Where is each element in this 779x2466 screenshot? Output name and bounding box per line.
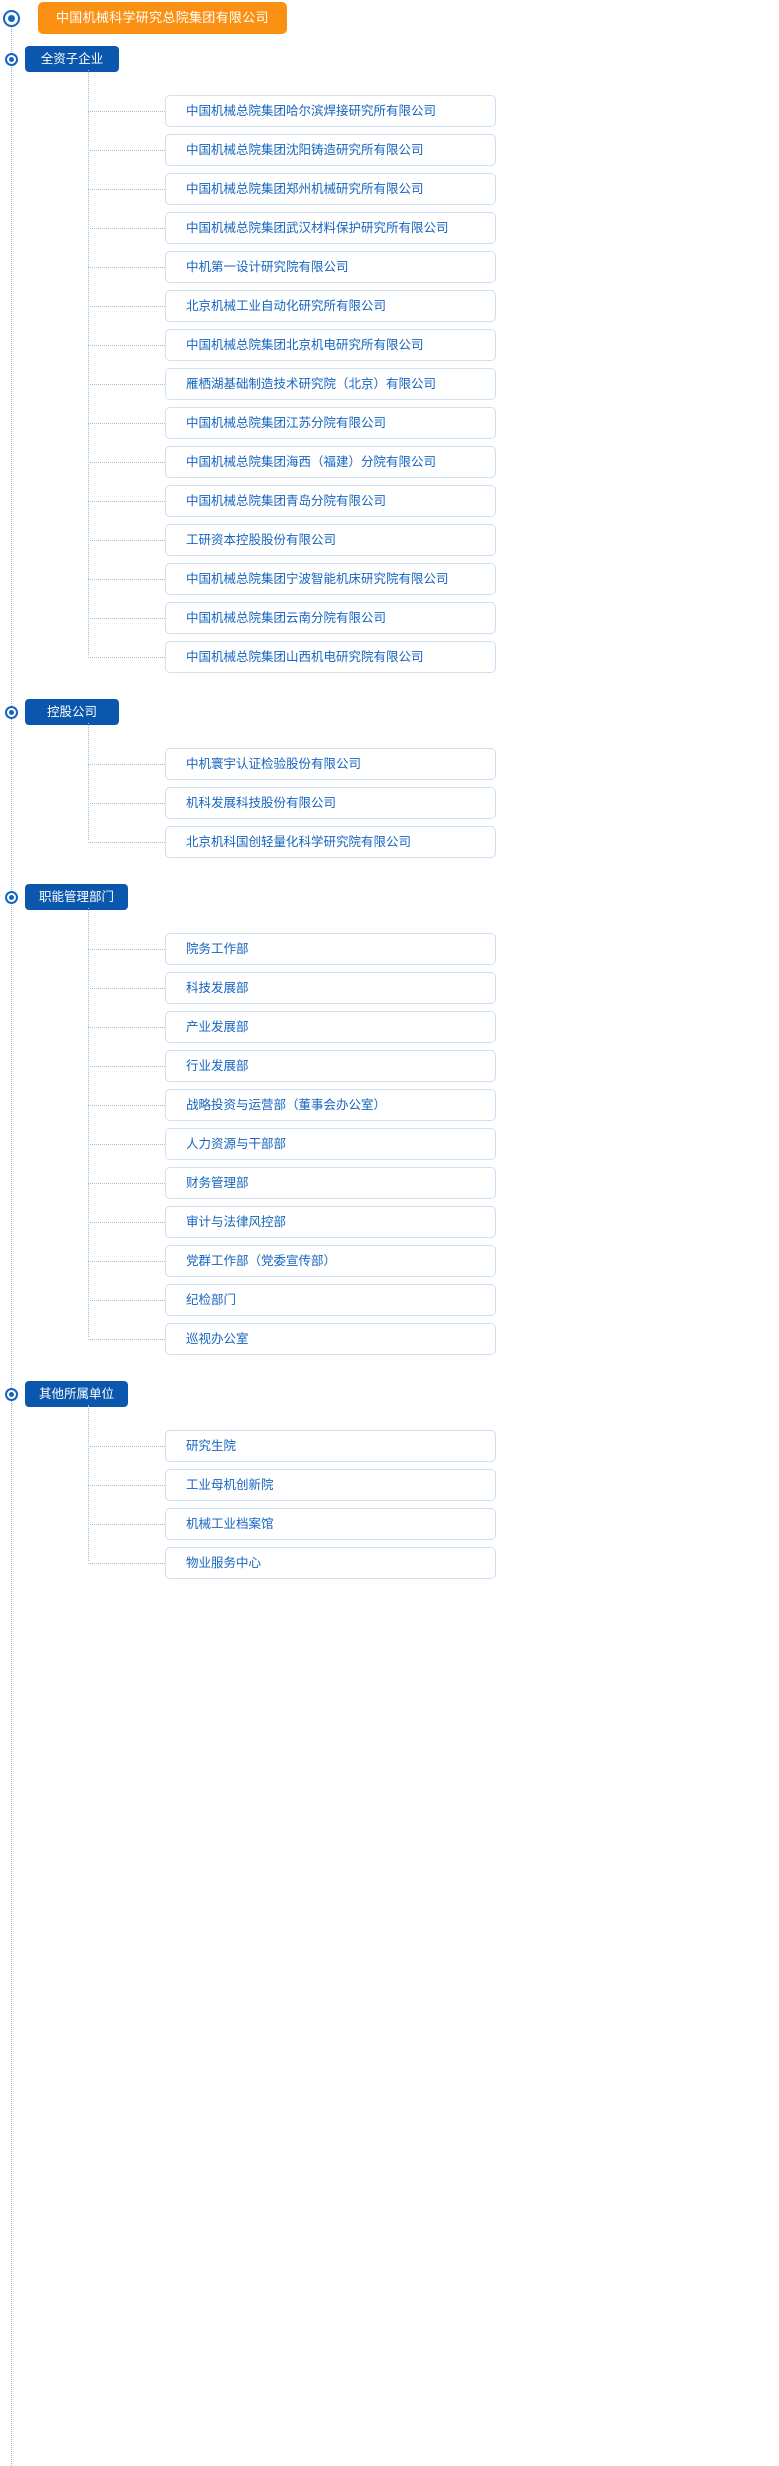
org-item-card[interactable]: 中国机械总院集团云南分院有限公司 [165,602,496,634]
org-item-row: 北京机械工业自动化研究所有限公司 [0,287,779,326]
org-item-row: 中国机械总院集团江苏分院有限公司 [0,404,779,443]
org-item-card[interactable]: 研究生院 [165,1430,496,1462]
group-bullet-icon [5,891,18,904]
org-item-row: 工研资本控股股份有限公司 [0,521,779,560]
org-item-row: 院务工作部 [0,930,779,969]
org-item-row: 科技发展部 [0,969,779,1008]
org-item-card[interactable]: 中国机械总院集团海西（福建）分院有限公司 [165,446,496,478]
org-item-card[interactable]: 工研资本控股股份有限公司 [165,524,496,556]
org-item-row: 党群工作部（党委宣传部） [0,1242,779,1281]
org-item-card[interactable]: 审计与法律风控部 [165,1206,496,1238]
org-item-card[interactable]: 中国机械总院集团北京机电研究所有限公司 [165,329,496,361]
org-item-row: 中国机械总院集团宁波智能机床研究院有限公司 [0,560,779,599]
group-header-row: 控股公司 [0,699,779,741]
org-item-row: 研究生院 [0,1427,779,1466]
group-spacer [0,862,779,884]
org-item-card[interactable]: 中国机械总院集团宁波智能机床研究院有限公司 [165,563,496,595]
org-item-row: 战略投资与运营部（董事会办公室） [0,1086,779,1125]
org-item-row: 行业发展部 [0,1047,779,1086]
org-item-row: 物业服务中心 [0,1544,779,1583]
org-item-row: 纪检部门 [0,1281,779,1320]
group-children: 中国机械总院集团哈尔滨焊接研究所有限公司中国机械总院集团沈阳铸造研究所有限公司中… [0,70,779,677]
org-item-card[interactable]: 工业母机创新院 [165,1469,496,1501]
org-item-card[interactable]: 中机第一设计研究院有限公司 [165,251,496,283]
org-item-row: 中国机械总院集团山西机电研究院有限公司 [0,638,779,677]
group-children: 院务工作部科技发展部产业发展部行业发展部战略投资与运营部（董事会办公室） 人力资源… [0,908,779,1359]
org-group: 其他所属单位研究生院工业母机创新院机械工业档案馆物业服务中心 [0,1381,779,1605]
root-bullet-icon [3,10,20,27]
group-header-row: 全资子企业 [0,46,779,88]
group-header-4[interactable]: 其他所属单位 [25,1381,129,1407]
org-group: 控股公司中机寰宇认证检验股份有限公司机科发展科技股份有限公司北京机科国创轻量化科… [0,699,779,884]
org-item-card[interactable]: 中国机械总院集团沈阳铸造研究所有限公司 [165,134,496,166]
group-spacer [0,677,779,699]
org-item-card[interactable]: 雁栖湖基础制造技术研究院（北京）有限公司 [165,368,496,400]
group-bullet-icon [5,53,18,66]
org-item-row: 中国机械总院集团海西（福建）分院有限公司 [0,443,779,482]
org-item-card[interactable]: 中国机械总院集团哈尔滨焊接研究所有限公司 [165,95,496,127]
org-group: 全资子企业中国机械总院集团哈尔滨焊接研究所有限公司中国机械总院集团沈阳铸造研究所… [0,46,779,699]
org-item-card[interactable]: 党群工作部（党委宣传部） [165,1245,496,1277]
org-item-row: 雁栖湖基础制造技术研究院（北京）有限公司 [0,365,779,404]
org-item-row: 中国机械总院集团青岛分院有限公司 [0,482,779,521]
root-node[interactable]: 中国机械科学研究总院集团有限公司 [38,2,287,34]
group-header-3[interactable]: 职能管理部门 [25,884,129,910]
org-item-card[interactable]: 北京机械工业自动化研究所有限公司 [165,290,496,322]
group-header-1[interactable]: 全资子企业 [25,46,119,72]
org-item-row: 审计与法律风控部 [0,1203,779,1242]
org-item-card[interactable]: 院务工作部 [165,933,496,965]
org-item-card[interactable]: 中国机械总院集团郑州机械研究所有限公司 [165,173,496,205]
org-item-card[interactable]: 中机寰宇认证检验股份有限公司 [165,748,496,780]
org-item-card[interactable]: 纪检部门 [165,1284,496,1316]
org-item-card[interactable]: 巡视办公室 [165,1323,496,1355]
org-item-row: 中国机械总院集团云南分院有限公司 [0,599,779,638]
org-item-row: 中机寰宇认证检验股份有限公司 [0,745,779,784]
org-item-row: 中国机械总院集团哈尔滨焊接研究所有限公司 [0,92,779,131]
group-header-row: 其他所属单位 [0,1381,779,1423]
org-item-card[interactable]: 财务管理部 [165,1167,496,1199]
org-item-row: 机科发展科技股份有限公司 [0,784,779,823]
org-item-row: 中机第一设计研究院有限公司 [0,248,779,287]
root-node-row: 中国机械科学研究总院集团有限公司 [0,0,779,46]
org-item-row: 工业母机创新院 [0,1466,779,1505]
org-item-row: 中国机械总院集团郑州机械研究所有限公司 [0,170,779,209]
org-item-row: 巡视办公室 [0,1320,779,1359]
group-children: 研究生院工业母机创新院机械工业档案馆物业服务中心 [0,1405,779,1583]
org-item-row: 财务管理部 [0,1164,779,1203]
org-item-row: 中国机械总院集团武汉材料保护研究所有限公司 [0,209,779,248]
org-item-card[interactable]: 机械工业档案馆 [165,1508,496,1540]
group-bullet-icon [5,1388,18,1401]
org-item-card[interactable]: 中国机械总院集团武汉材料保护研究所有限公司 [165,212,496,244]
org-item-card[interactable]: 人力资源与干部部 [165,1128,496,1160]
group-spacer [0,1583,779,1605]
group-children: 中机寰宇认证检验股份有限公司机科发展科技股份有限公司北京机科国创轻量化科学研究院… [0,723,779,862]
group-list: 全资子企业中国机械总院集团哈尔滨焊接研究所有限公司中国机械总院集团沈阳铸造研究所… [0,46,779,1605]
group-header-2[interactable]: 控股公司 [25,699,119,725]
org-item-card[interactable]: 物业服务中心 [165,1547,496,1579]
org-item-row: 中国机械总院集团沈阳铸造研究所有限公司 [0,131,779,170]
org-item-card[interactable]: 机科发展科技股份有限公司 [165,787,496,819]
group-header-row: 职能管理部门 [0,884,779,926]
org-item-card[interactable]: 战略投资与运营部（董事会办公室） [165,1089,496,1121]
group-spacer [0,1359,779,1381]
org-item-row: 机械工业档案馆 [0,1505,779,1544]
org-item-card[interactable]: 科技发展部 [165,972,496,1004]
org-item-row: 人力资源与干部部 [0,1125,779,1164]
org-item-card[interactable]: 行业发展部 [165,1050,496,1082]
org-item-row: 中国机械总院集团北京机电研究所有限公司 [0,326,779,365]
trunk-connector-line [11,16,12,2466]
org-item-card[interactable]: 中国机械总院集团青岛分院有限公司 [165,485,496,517]
org-item-card[interactable]: 北京机科国创轻量化科学研究院有限公司 [165,826,496,858]
org-item-card[interactable]: 中国机械总院集团山西机电研究院有限公司 [165,641,496,673]
org-group: 职能管理部门院务工作部科技发展部产业发展部行业发展部战略投资与运营部（董事会办公… [0,884,779,1381]
org-item-card[interactable]: 中国机械总院集团江苏分院有限公司 [165,407,496,439]
org-item-card[interactable]: 产业发展部 [165,1011,496,1043]
org-item-row: 北京机科国创轻量化科学研究院有限公司 [0,823,779,862]
org-item-row: 产业发展部 [0,1008,779,1047]
group-bullet-icon [5,706,18,719]
